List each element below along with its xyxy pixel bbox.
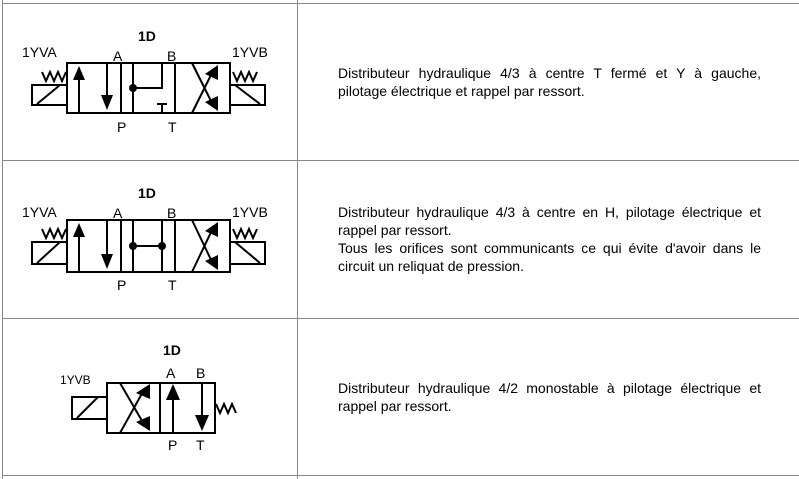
port-b-label: B [167, 205, 176, 221]
port-a-label: A [166, 365, 176, 381]
port-t-label: T [168, 277, 177, 293]
port-t-label: T [168, 119, 177, 135]
port-b-label: B [167, 48, 176, 64]
solenoid-label-left: 1YVA [22, 44, 57, 60]
port-p-label: P [168, 437, 177, 453]
row-divider [2, 475, 799, 476]
description-text-note: Tous les orifices sont communicants ce q… [338, 240, 761, 274]
valve-symbol-4-2-monostable: 1D 1YVB A B P T [60, 342, 237, 453]
port-t-label: T [196, 437, 205, 453]
solenoid-label: 1YVB [60, 373, 91, 387]
table-column-divider [297, 0, 298, 479]
row-divider [2, 318, 799, 319]
description-text: Distributeur hydraulique 4/3 à centre en… [338, 204, 761, 238]
valve-id-label: 1D [138, 185, 156, 201]
port-p-label: P [117, 119, 126, 135]
valve-id-label: 1D [163, 342, 181, 358]
port-a-label: A [113, 205, 123, 221]
port-a-label: A [113, 48, 123, 64]
table-border-left [2, 0, 3, 479]
valve-symbol-4-3-t-center: 1D 1YVA 1YVB A B P T [22, 28, 268, 135]
description-text: Distributeur hydraulique 4/2 monostable … [338, 380, 761, 414]
row-divider [2, 160, 799, 161]
description-text: Distributeur hydraulique 4/3 à centre T … [338, 65, 761, 99]
port-p-label: P [117, 277, 126, 293]
solenoid-label-right: 1YVB [232, 44, 268, 60]
valve-symbol-4-3-h-center: 1D 1YVA 1YVB A B P T [22, 185, 268, 293]
valve-id-label: 1D [138, 28, 156, 44]
solenoid-label-right: 1YVB [232, 204, 268, 220]
row-divider [2, 3, 799, 4]
port-b-label: B [196, 365, 205, 381]
solenoid-label-left: 1YVA [22, 204, 57, 220]
